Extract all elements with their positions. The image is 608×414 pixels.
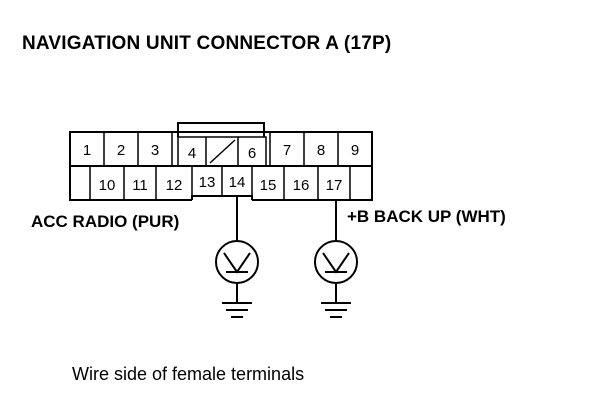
pin-13: 13 [199, 174, 216, 191]
pin-6: 6 [248, 145, 256, 162]
pin-9: 9 [351, 142, 359, 159]
backup-test-probe-icon [314, 240, 358, 284]
pin-8: 8 [317, 142, 325, 159]
pin-11: 11 [132, 177, 148, 194]
pin-10: 10 [99, 177, 116, 194]
acc-ground-icon [222, 283, 252, 318]
pin-14: 14 [229, 174, 246, 191]
pin-17: 17 [326, 177, 343, 194]
pin-3: 3 [151, 142, 159, 159]
footer-note: Wire side of female terminals [72, 364, 305, 384]
backup-ground-icon [321, 283, 351, 318]
pin-2: 2 [117, 142, 125, 159]
connector-body [69, 122, 373, 201]
pin-15: 15 [260, 177, 277, 194]
backup-label: +B BACK UP (WHT) [347, 207, 506, 226]
pin-7: 7 [283, 142, 291, 159]
pin-4: 4 [188, 145, 196, 162]
acc-radio-label: ACC RADIO (PUR) [31, 212, 180, 231]
pin-1: 1 [83, 142, 91, 159]
pin-12: 12 [166, 177, 183, 194]
diagram-title: NAVIGATION UNIT CONNECTOR A (17P) [22, 33, 392, 54]
acc-test-probe-icon [215, 240, 259, 284]
pin-16: 16 [293, 177, 310, 194]
